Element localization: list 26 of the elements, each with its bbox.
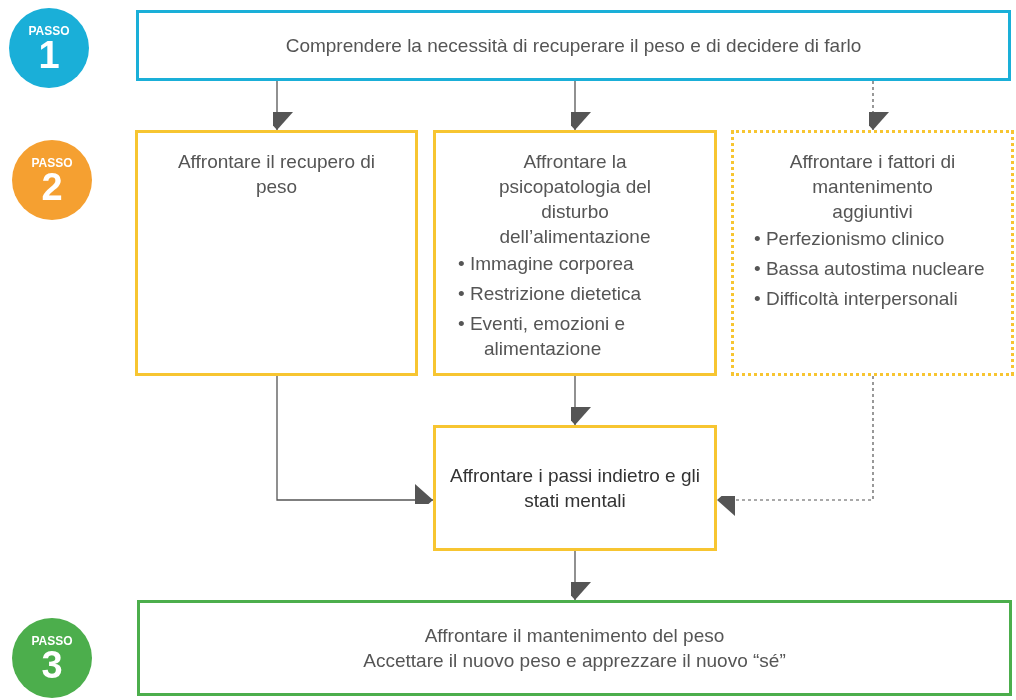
- process-box: [137, 600, 1012, 696]
- process-box: [433, 425, 717, 551]
- bullet-item: • Difficoltà interpersonali: [754, 287, 959, 311]
- box-text: Accettare il nuovo peso e apprezzare il nuovo “sé”: [363, 649, 786, 673]
- step-label: PASSO: [31, 156, 73, 170]
- bullet-item: • Bassa autostima nucleare: [754, 257, 986, 281]
- box-text: Affrontare il mantenimento del peso: [424, 624, 725, 648]
- box-text: Affrontare i fattori di mantenimento aggiuntivi: [788, 150, 957, 224]
- box-text: Affrontare la psicopatologia del disturbo dell’alimentazione: [497, 150, 653, 249]
- bullet-item: • Eventi, emozioni e alimentazione: [458, 312, 627, 361]
- bullet-item: • Perfezionismo clinico: [754, 227, 946, 251]
- bullet-item: • Immagine corporea: [458, 252, 635, 276]
- process-box: [135, 130, 418, 376]
- box-text: Comprendere la necessità di recuperare il peso e di decidere di farlo: [285, 34, 862, 58]
- step-number: 2: [41, 169, 63, 204]
- bullet-item: • Restrizione dietetica: [458, 282, 642, 306]
- arrow: [716, 375, 874, 516]
- step-number: 1: [38, 37, 60, 72]
- step-label: PASSO: [28, 24, 70, 38]
- process-box: [433, 130, 717, 376]
- process-box: [136, 10, 1011, 81]
- box-text: Affrontare il recupero di peso: [176, 150, 377, 199]
- step-number: 3: [41, 647, 63, 682]
- box-text: Affrontare i passi indietro e gli stati mentali: [449, 464, 701, 513]
- process-box: [731, 130, 1014, 376]
- step-label: PASSO: [31, 634, 73, 648]
